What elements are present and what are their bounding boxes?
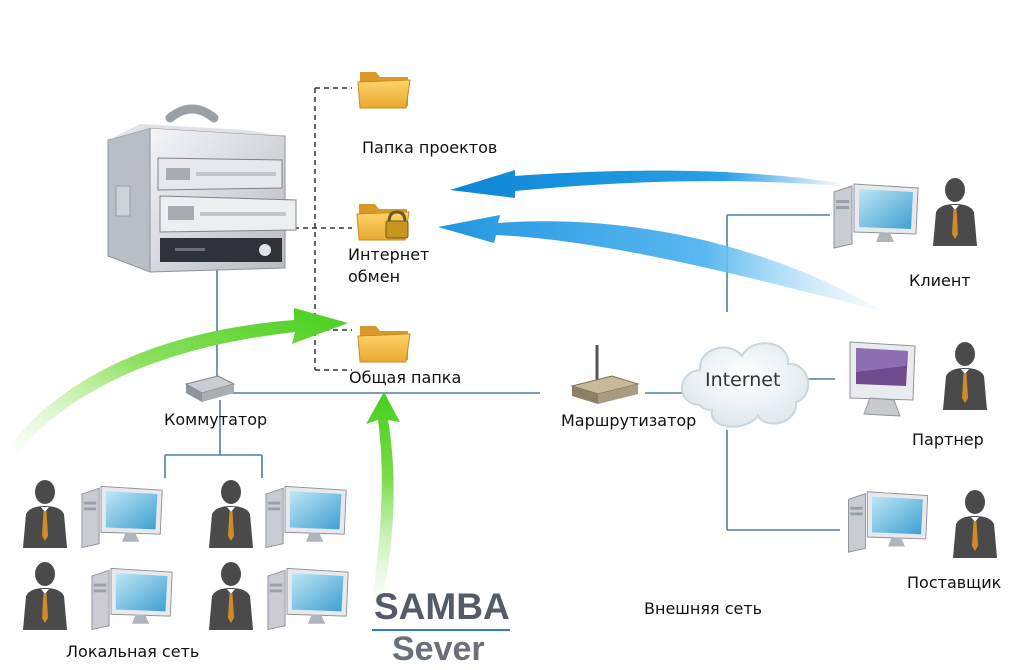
imac-icon <box>849 341 916 417</box>
computer-icon <box>91 567 173 631</box>
person-icon <box>209 562 253 630</box>
local-network-label: Локальная сеть <box>66 642 200 661</box>
switch-label: Коммутатор <box>164 410 268 429</box>
cloud-icon <box>681 342 810 428</box>
computer-icon <box>847 491 929 553</box>
router-icon <box>570 345 640 404</box>
samba-logo-line1: SAMBA <box>374 586 510 627</box>
internet-exchange-label-line1: Интернет <box>348 245 430 264</box>
folder-icon <box>357 71 411 109</box>
router-label: Маршрутизатор <box>561 411 697 430</box>
arrow-samba-to-shared <box>366 392 400 605</box>
arrow-client-to-projects <box>450 170 840 198</box>
person-icon <box>933 178 977 246</box>
person-icon <box>23 480 67 548</box>
external-network-label: Внешняя сеть <box>644 599 763 618</box>
partner-label: Партнер <box>912 430 984 449</box>
folder-icon <box>356 203 410 241</box>
arrow-partner-to-exchange <box>438 215 885 312</box>
arrow-lan-to-shared <box>10 308 348 452</box>
shared-folder-label: Общая папка <box>349 368 462 387</box>
person-icon <box>23 562 67 630</box>
client-label: Клиент <box>909 271 971 290</box>
switch-icon <box>184 375 236 402</box>
server-icon <box>107 104 297 273</box>
internet-exchange-label-line2: обмен <box>348 267 401 286</box>
person-icon <box>943 342 987 410</box>
person-icon <box>953 490 997 558</box>
computer-icon <box>267 567 349 631</box>
computer-icon <box>833 183 919 249</box>
supplier-label: Поставщик <box>907 573 1002 592</box>
lock-icon <box>385 210 409 239</box>
projects-folder-label: Папка проектов <box>362 138 498 157</box>
person-icon <box>209 480 253 548</box>
computer-icon <box>81 485 163 549</box>
samba-logo-line2: Sever <box>392 630 485 668</box>
computer-icon <box>265 485 347 549</box>
folder-icon <box>357 325 411 363</box>
internet-label: Internet <box>705 369 781 391</box>
